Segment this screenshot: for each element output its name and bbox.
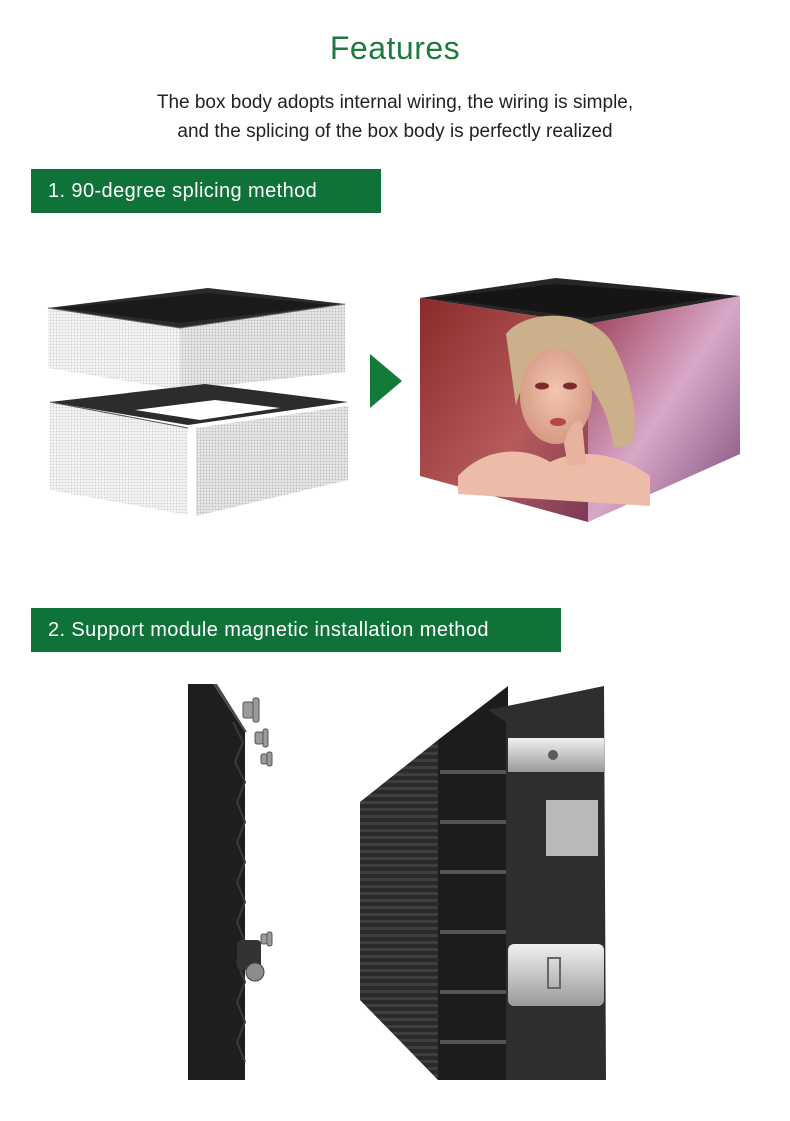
section-banner-magnetic: 2. Support module magnetic installation … — [31, 608, 561, 652]
cabinet-rear-view-image — [360, 686, 606, 1080]
module-side-view-image — [188, 684, 273, 1080]
feature-description: The box body adopts internal wiring, the… — [0, 88, 790, 146]
cabinet-split-image — [47, 288, 348, 516]
page-title: Features — [329, 30, 461, 66]
led-cube-portrait-image — [420, 278, 740, 522]
play-triangle-icon — [370, 354, 402, 408]
section-banner-splicing: 1. 90-degree splicing method — [31, 169, 381, 213]
description-line-2: and the splicing of the box body is perf… — [177, 121, 613, 142]
description-line-1: The box body adopts internal wiring, the… — [156, 92, 634, 113]
